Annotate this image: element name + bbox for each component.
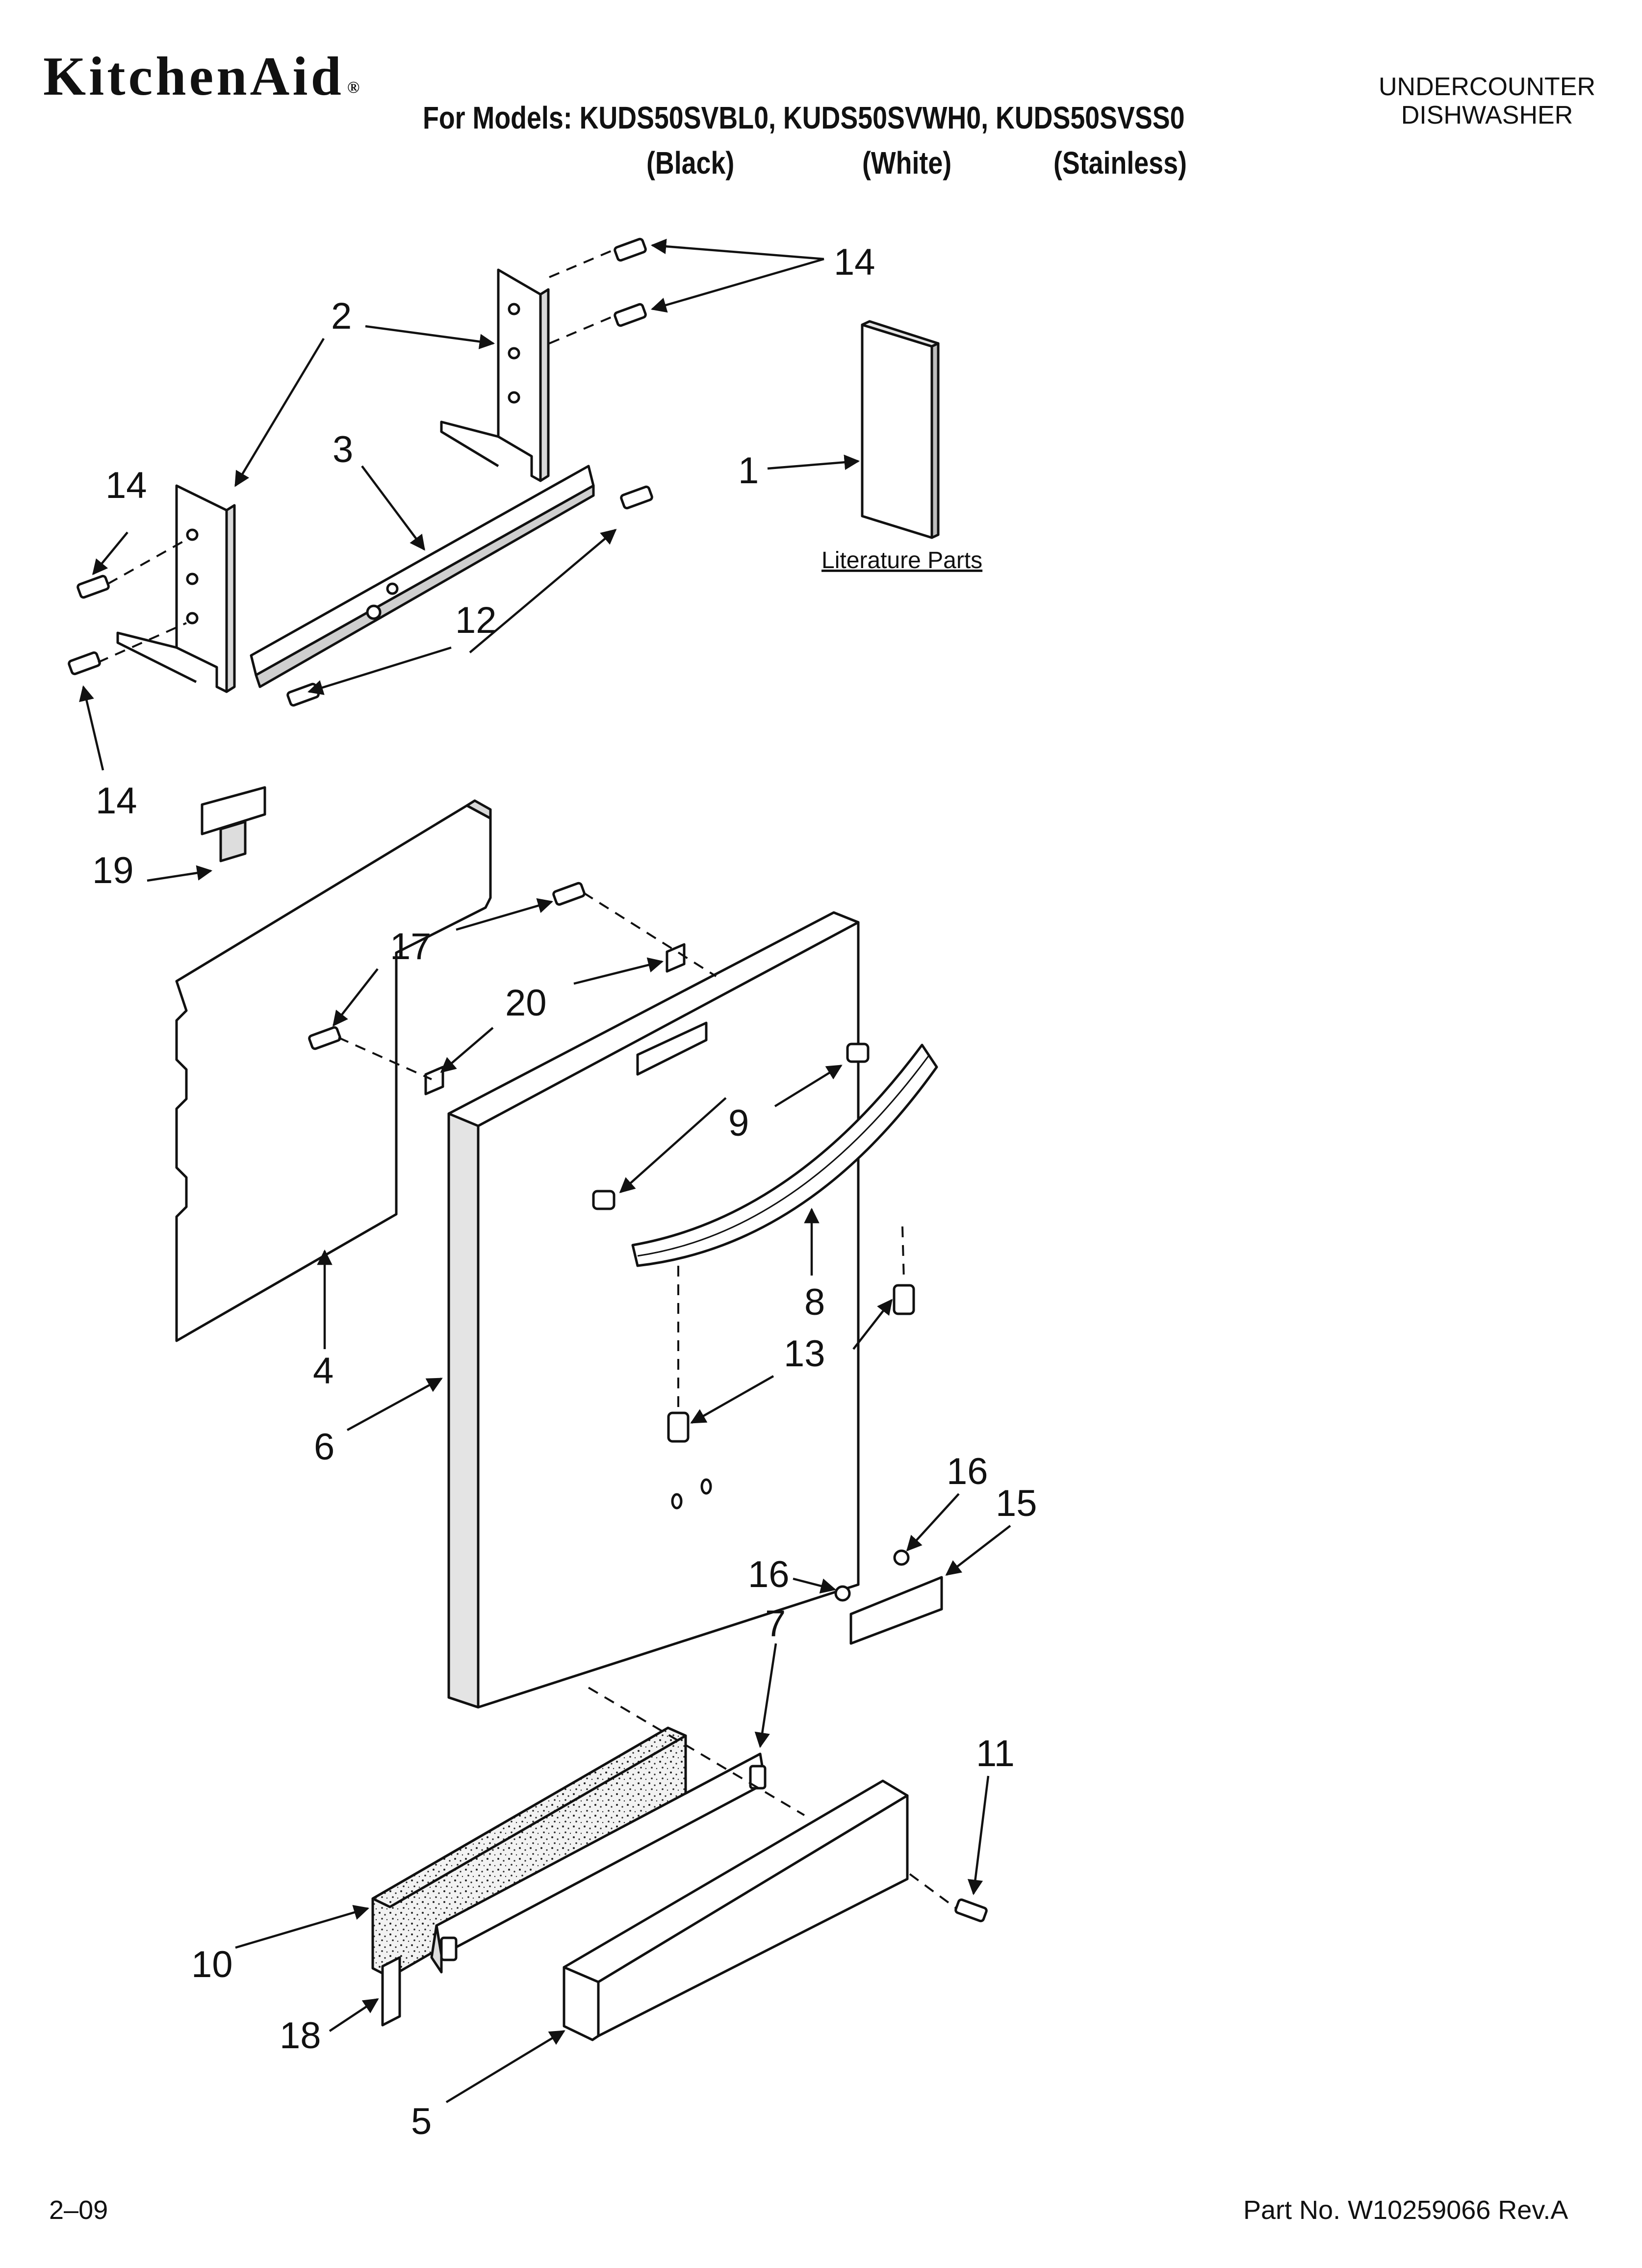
callout-19: 19 — [92, 850, 134, 891]
callout-16-lower: 16 — [748, 1554, 790, 1595]
callout-labels: 14 2 3 1 Literature Parts 14 12 14 19 17… — [92, 241, 1037, 2142]
callout-8: 8 — [804, 1281, 825, 1323]
screw-14-left-a — [77, 574, 110, 599]
date-code: 2–09 — [49, 2195, 108, 2225]
spacer-20-right — [666, 943, 686, 973]
callout-9: 9 — [728, 1102, 749, 1144]
screw-12-right — [620, 485, 653, 510]
screw-14-top-a — [614, 237, 647, 262]
spacer-20-left — [424, 1066, 444, 1095]
screw-17-right — [552, 882, 586, 906]
handle-standoff-13-right — [893, 1284, 915, 1315]
toe-panel — [563, 1779, 909, 2041]
nameplate-15 — [849, 1576, 943, 1645]
clip-19 — [201, 786, 266, 862]
callout-3: 3 — [333, 429, 353, 470]
callout-16-upper: 16 — [947, 1451, 988, 1492]
literature-parts-label: Literature Parts — [821, 547, 982, 574]
handle-spacer-9-bottom — [592, 1190, 616, 1210]
callout-2: 2 — [331, 295, 352, 337]
callout-20: 20 — [505, 982, 547, 1024]
toe-panel-bracket — [430, 1752, 767, 1974]
nut-16-lower — [834, 1585, 851, 1602]
callout-15: 15 — [996, 1483, 1037, 1524]
registered-mark: ® — [347, 78, 360, 97]
callout-4: 4 — [313, 1350, 334, 1392]
outer-door-panel — [447, 911, 860, 1709]
mounting-bracket-left — [116, 484, 236, 693]
callout-10: 10 — [191, 1944, 233, 1985]
screw-12-left — [286, 682, 320, 707]
models-line: For Models: KUDS50SVBL0, KUDS50SVWH0, KU… — [423, 100, 1185, 135]
screw-14-top-b — [614, 303, 647, 327]
variant-white: (White) — [862, 145, 952, 181]
callout-13: 13 — [784, 1333, 825, 1375]
product-category: UNDERCOUNTER DISHWASHER — [1379, 73, 1595, 130]
callout-14-left-upper: 14 — [105, 465, 147, 506]
door-handle — [631, 1043, 938, 1267]
inner-door-panel — [175, 799, 492, 1342]
literature-parts — [861, 320, 940, 539]
mounting-rail — [250, 465, 595, 688]
variant-black: (Black) — [646, 145, 735, 181]
mounting-bracket-right — [440, 268, 550, 482]
callout-6: 6 — [314, 1426, 334, 1468]
callout-11: 11 — [976, 1733, 1015, 1774]
callout-1: 1 — [738, 450, 759, 492]
screw-14-left-b — [68, 651, 101, 676]
variant-stainless: (Stainless) — [1053, 145, 1187, 181]
brand-name: KitchenAid — [43, 46, 344, 107]
callout-14-top: 14 — [834, 241, 875, 283]
part-number: Part No. W10259066 Rev.A — [1243, 2195, 1568, 2225]
leader-arrows — [79, 238, 1011, 2103]
screw-11 — [954, 1898, 988, 1923]
callout-17: 17 — [390, 926, 432, 967]
callout-5: 5 — [411, 2101, 432, 2142]
handle-spacer-9-top — [846, 1043, 870, 1063]
clip-18 — [381, 1956, 401, 2027]
callout-18: 18 — [280, 2015, 321, 2057]
alignment-lines — [98, 249, 957, 1909]
handle-standoff-13-left — [667, 1411, 690, 1443]
callout-14-left-lower: 14 — [96, 780, 137, 822]
brand-logo: KitchenAid® — [43, 49, 359, 104]
nut-16-upper — [893, 1549, 910, 1566]
callout-12: 12 — [455, 600, 497, 641]
callout-7: 7 — [765, 1603, 786, 1644]
screw-17-left — [308, 1026, 341, 1050]
